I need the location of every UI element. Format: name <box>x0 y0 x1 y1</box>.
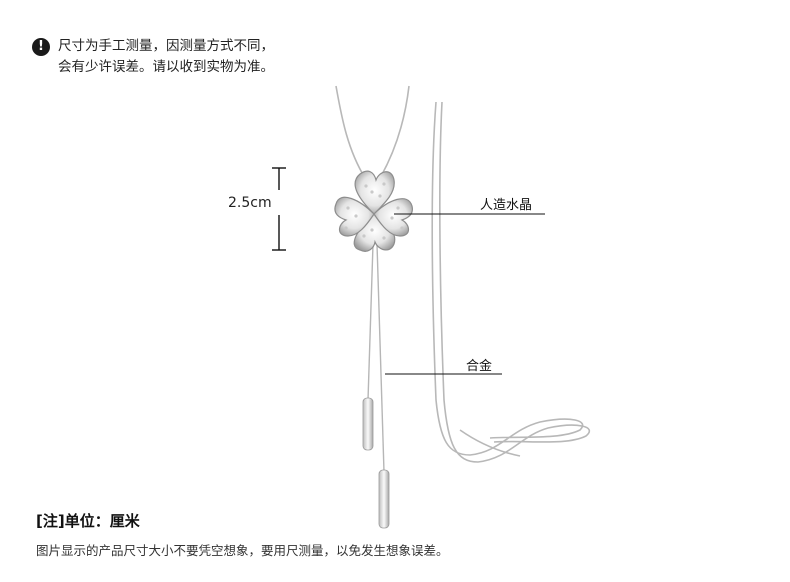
notice-line-2: 会有少许误差。请以收到实物为准。 <box>58 59 274 75</box>
dimension-label: 2.5cm <box>228 195 272 211</box>
clover-pendant <box>334 170 413 252</box>
chain <box>335 85 591 463</box>
notice-block: ! 尺寸为手工测量，因测量方式不同， 会有少许误差。请以收到实物为准。 <box>32 36 274 78</box>
callout-crystal-label: 人造水晶 <box>480 198 533 213</box>
notice-line-1: 尺寸为手工测量，因测量方式不同， <box>58 38 274 54</box>
rhinestone-dots <box>344 182 404 240</box>
exclamation-icon: ! <box>32 38 50 56</box>
notice-text: 尺寸为手工测量，因测量方式不同， 会有少许误差。请以收到实物为准。 <box>58 36 274 78</box>
drop-chain <box>367 243 385 473</box>
callout-alloy-label: 合金 <box>466 359 493 374</box>
dimension-marker <box>272 167 286 251</box>
pendant-bar-right <box>378 469 390 529</box>
footer-unit-title: [注]单位：厘米 <box>36 512 140 530</box>
pendant-bar-left <box>362 397 374 451</box>
footer-note: 图片显示的产品尺寸大小不要凭空想象，要用尺测量，以免发生想象误差。 <box>36 543 449 558</box>
